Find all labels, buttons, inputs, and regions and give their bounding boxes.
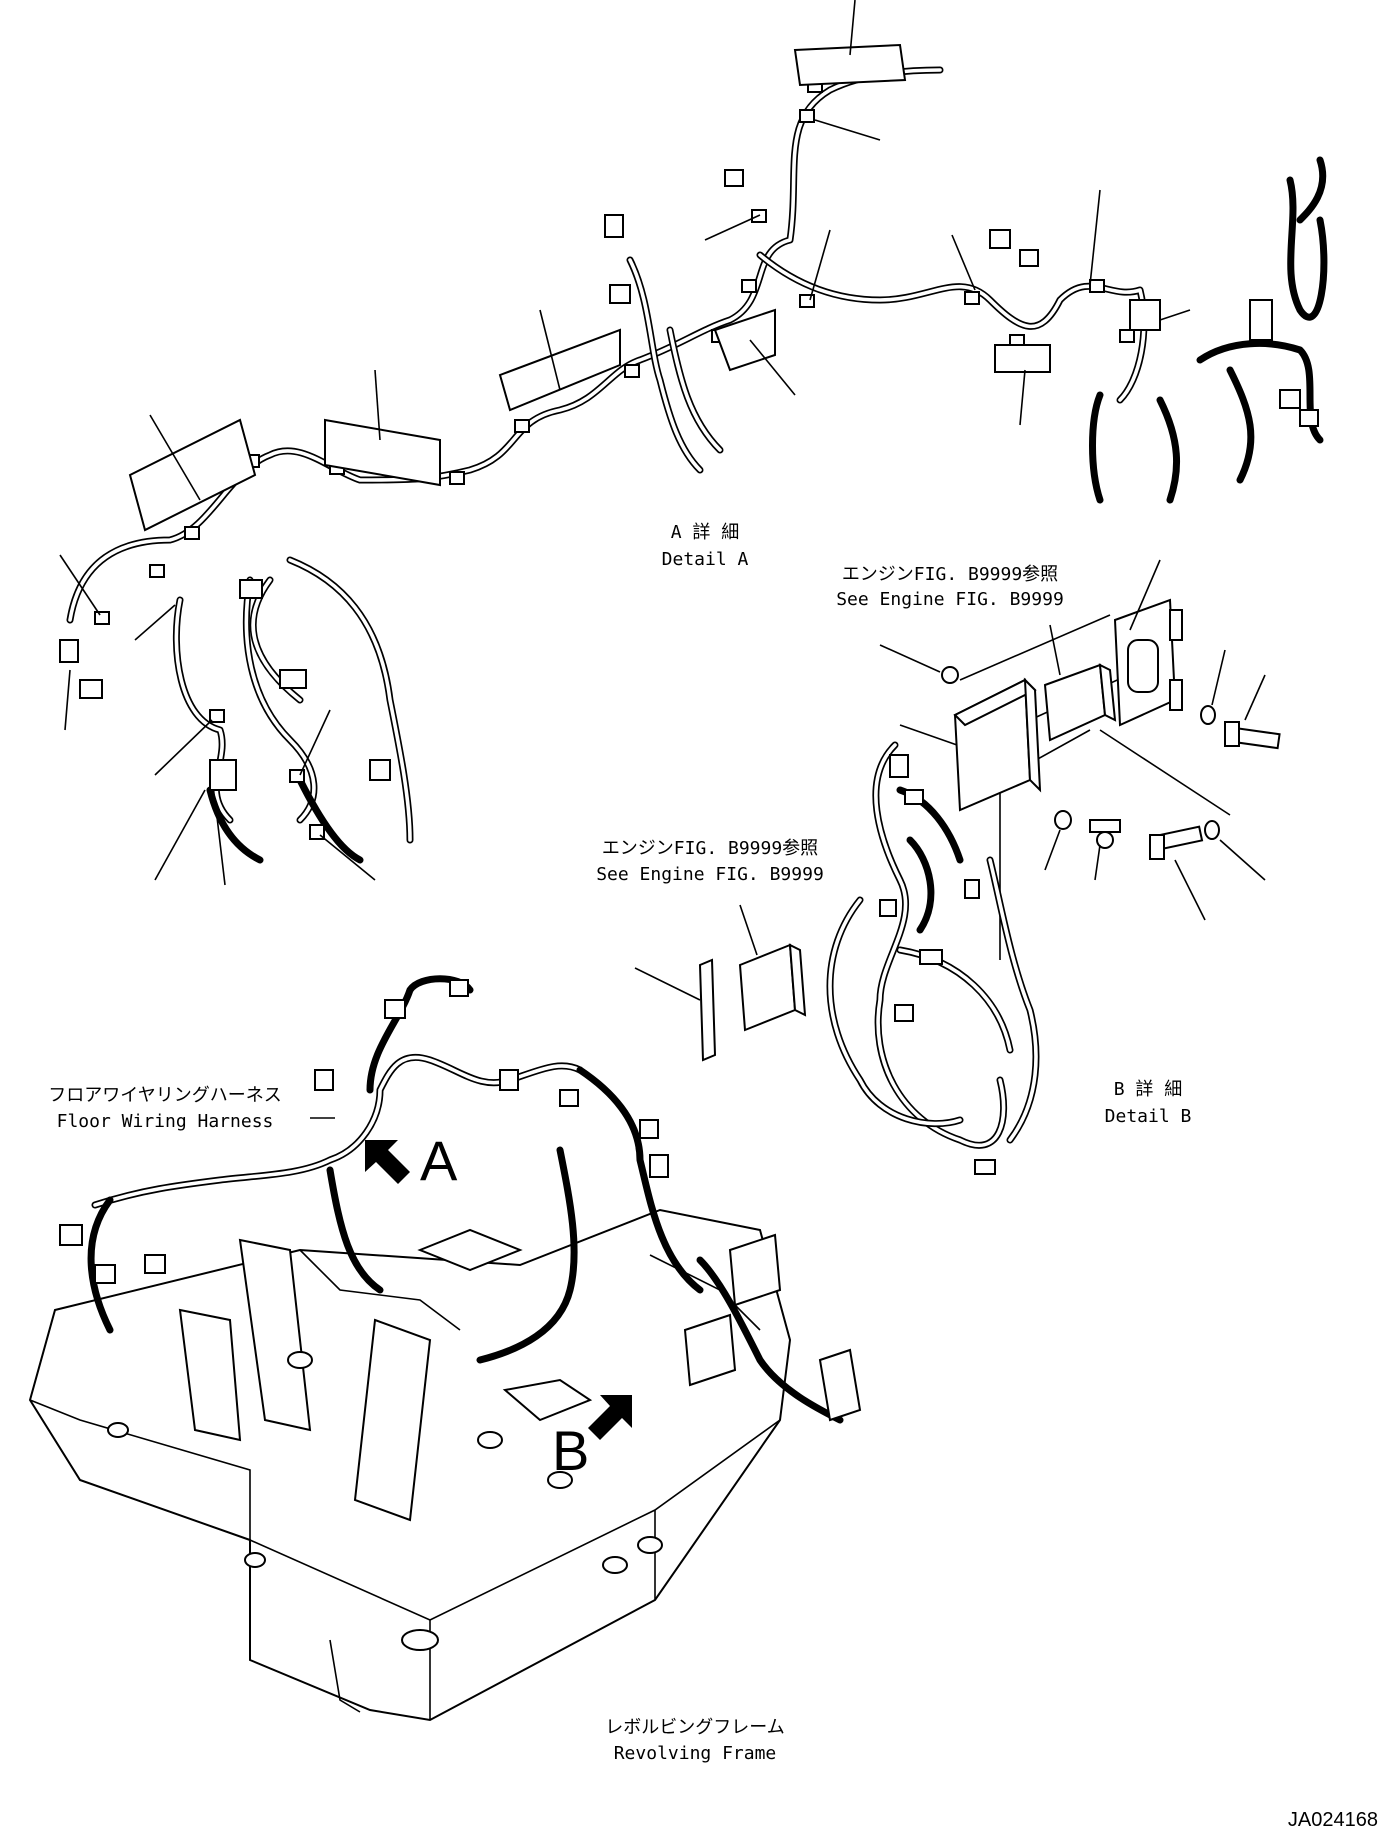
revolving-frame-en: Revolving Frame <box>614 1743 777 1764</box>
view-label-b: B <box>552 1419 589 1482</box>
revolving-frame <box>28 975 862 1722</box>
frame-controller-icon <box>683 1233 862 1422</box>
small-bracket-icon <box>698 958 717 1062</box>
detail-b-jp: B 詳 細 <box>1114 1079 1183 1100</box>
detail-a-harness <box>59 0 1328 886</box>
engine-ref-1-jp: エンジンFIG. B9999参照 <box>842 564 1058 585</box>
washer-icon <box>1200 705 1216 725</box>
detail-b-assembly <box>634 559 1281 1175</box>
engine-controller-icon <box>1043 663 1117 742</box>
detail-a-jp: A 詳 細 <box>671 522 740 543</box>
washer-icon-2 <box>1204 820 1220 840</box>
floor-harness-jp: フロアワイヤリングハーネス <box>48 1085 281 1106</box>
detail-a-en: Detail A <box>662 549 749 570</box>
floor-harness-en: Floor Wiring Harness <box>57 1111 274 1132</box>
view-arrow-a-icon <box>365 1140 410 1184</box>
detail-b-en: Detail B <box>1105 1106 1192 1127</box>
engine-ref-2-en: See Engine FIG. B9999 <box>596 864 824 885</box>
bolt-icon-2 <box>1149 825 1204 860</box>
bolt-icon <box>1224 721 1281 750</box>
nut-icon <box>1054 810 1072 830</box>
controller-box-icon <box>953 677 1042 812</box>
second-controller-icon <box>738 943 807 1032</box>
grommet-icon <box>941 666 959 684</box>
view-label-a: A <box>420 1129 458 1192</box>
drawing-id: JA024168 <box>1288 1809 1378 1831</box>
revolving-frame-jp: レボルビングフレーム <box>605 1717 784 1738</box>
engine-ref-1-en: See Engine FIG. B9999 <box>836 589 1064 610</box>
bracket-plate-icon <box>1113 598 1183 727</box>
engine-ref-2-jp: エンジンFIG. B9999参照 <box>602 838 818 859</box>
view-arrow-b-icon <box>588 1395 632 1440</box>
wing-nut-icon <box>1089 819 1121 849</box>
